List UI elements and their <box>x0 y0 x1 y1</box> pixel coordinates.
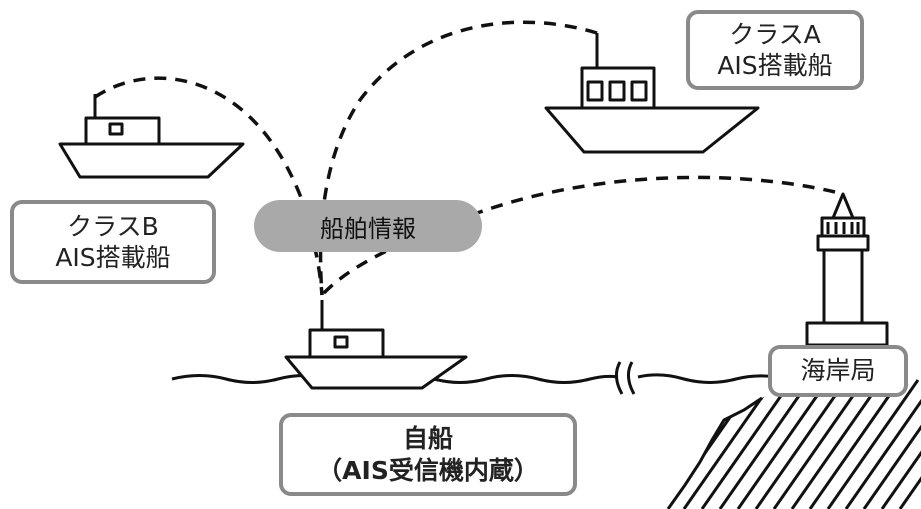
own-ship-icon <box>284 300 468 390</box>
link-class-b <box>94 76 324 296</box>
class-b-ship-icon <box>58 94 245 179</box>
ship-info-bubble: 船舶情報 <box>254 200 482 252</box>
class-a-ship-icon <box>544 33 760 154</box>
class-b-line1: クラスB <box>67 211 159 241</box>
class-a-line2: AIS搭載船 <box>717 51 833 80</box>
coastline-icon <box>666 379 921 509</box>
class-a-line1: クラスA <box>729 19 821 49</box>
sea-wave-line <box>171 361 777 395</box>
coast-station-label: 海岸局 <box>768 345 908 397</box>
ship-info-label: 船舶情報 <box>320 214 416 243</box>
class-a-ship-label: クラスA AIS搭載船 <box>686 10 864 90</box>
own-ship-line1: 自船 <box>402 424 453 454</box>
coast-station-text: 海岸局 <box>800 356 876 386</box>
link-coast-station <box>320 175 836 297</box>
own-ship-label: 自船 （AIS受信機内蔵） <box>279 413 577 496</box>
class-b-line2: AIS搭載船 <box>55 243 171 272</box>
link-class-a <box>318 20 598 296</box>
class-b-ship-label: クラスB AIS搭載船 <box>10 200 216 284</box>
lighthouse-icon <box>805 192 889 347</box>
own-ship-line2: （AIS受信機内蔵） <box>317 455 539 485</box>
